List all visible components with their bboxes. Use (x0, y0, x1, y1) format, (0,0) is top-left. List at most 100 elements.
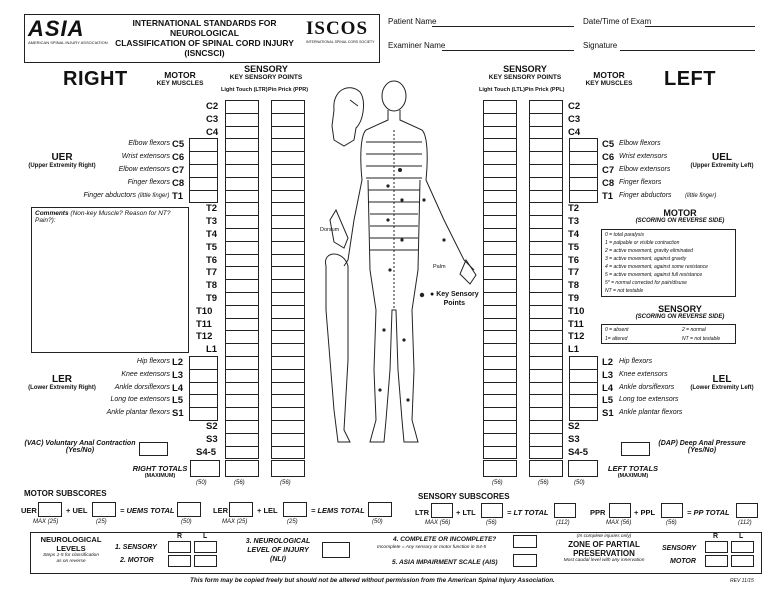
left-pp-t3[interactable] (529, 215, 563, 229)
left-lt-s3[interactable] (483, 432, 517, 447)
left-pp-c6[interactable] (529, 151, 563, 165)
right-pp-c8[interactable] (271, 176, 305, 191)
left-motor-c7[interactable] (569, 164, 598, 178)
right-lt-t1[interactable] (225, 189, 259, 204)
uer-sub-input[interactable] (38, 502, 62, 517)
nl-sensory-l[interactable] (194, 541, 217, 553)
left-lt-c2[interactable] (483, 100, 517, 114)
left-pp-s3[interactable] (529, 432, 563, 447)
right-motor-c7[interactable] (189, 164, 218, 178)
right-lt-s2[interactable] (225, 420, 259, 434)
left-pp-l5[interactable] (529, 394, 563, 409)
right-lt-total[interactable] (225, 460, 259, 477)
right-lt-t11[interactable] (225, 317, 259, 332)
right-lt-t4[interactable] (225, 228, 259, 242)
left-pp-c7[interactable] (529, 164, 563, 178)
left-lt-total[interactable] (483, 460, 517, 477)
zpp-sensory-r[interactable] (705, 541, 728, 553)
right-lt-t6[interactable] (225, 253, 259, 268)
left-lt-t12[interactable] (483, 330, 517, 345)
right-lt-c6[interactable] (225, 151, 259, 165)
right-lt-c3[interactable] (225, 112, 259, 127)
right-motor-total[interactable] (190, 460, 220, 477)
left-lt-l5[interactable] (483, 394, 517, 409)
nl-motor-r[interactable] (168, 555, 191, 567)
left-pp-l3[interactable] (529, 368, 563, 383)
left-lt-c4[interactable] (483, 125, 517, 140)
right-pp-t5[interactable] (271, 240, 305, 255)
right-pp-t8[interactable] (271, 279, 305, 293)
right-lt-c4[interactable] (225, 125, 259, 140)
left-lt-t4[interactable] (483, 228, 517, 242)
left-lt-c8[interactable] (483, 176, 517, 191)
right-lt-t12[interactable] (225, 330, 259, 345)
left-motor-l2[interactable] (569, 356, 598, 370)
right-pp-l4[interactable] (271, 381, 305, 396)
left-pp-c3[interactable] (529, 112, 563, 127)
zpp-motor-l[interactable] (731, 555, 754, 567)
left-motor-total[interactable] (568, 460, 598, 477)
right-pp-t4[interactable] (271, 228, 305, 242)
right-motor-l4[interactable] (189, 381, 218, 396)
left-pp-t9[interactable] (529, 292, 563, 306)
left-lt-l2[interactable] (483, 356, 517, 370)
left-pp-c5[interactable] (529, 138, 563, 153)
right-lt-l4[interactable] (225, 381, 259, 396)
left-lt-s4-5[interactable] (483, 445, 517, 460)
left-lt-t2[interactable] (483, 202, 517, 217)
right-lt-l2[interactable] (225, 356, 259, 370)
left-pp-t5[interactable] (529, 240, 563, 255)
right-lt-c5[interactable] (225, 138, 259, 153)
left-lt-t7[interactable] (483, 266, 517, 281)
vac-input[interactable] (139, 442, 168, 456)
left-pp-s2[interactable] (529, 420, 563, 434)
right-pp-t7[interactable] (271, 266, 305, 281)
left-motor-l4[interactable] (569, 381, 598, 396)
right-pp-s2[interactable] (271, 420, 305, 434)
left-lt-l4[interactable] (483, 381, 517, 396)
right-motor-c5[interactable] (189, 138, 218, 153)
right-motor-s1[interactable] (189, 407, 218, 421)
left-motor-c8[interactable] (569, 176, 598, 191)
right-motor-l3[interactable] (189, 368, 218, 383)
right-pp-total[interactable] (271, 460, 305, 477)
left-pp-l4[interactable] (529, 381, 563, 396)
lt-total-input[interactable] (554, 503, 576, 518)
right-lt-s4-5[interactable] (225, 445, 259, 460)
right-pp-t11[interactable] (271, 317, 305, 332)
right-pp-c3[interactable] (271, 112, 305, 127)
left-pp-t4[interactable] (529, 228, 563, 242)
examiner-name-field[interactable] (442, 41, 574, 51)
right-lt-l1[interactable] (225, 343, 259, 357)
left-lt-t1[interactable] (483, 189, 517, 204)
nli-input[interactable] (322, 542, 350, 558)
right-motor-c8[interactable] (189, 176, 218, 191)
left-motor-l5[interactable] (569, 394, 598, 409)
left-pp-t12[interactable] (529, 330, 563, 345)
ppl-sub-input[interactable] (661, 503, 683, 518)
left-lt-c3[interactable] (483, 112, 517, 127)
right-pp-l1[interactable] (271, 343, 305, 357)
left-pp-l2[interactable] (529, 356, 563, 370)
lel-sub-input[interactable] (283, 502, 307, 517)
uems-total-input[interactable] (177, 502, 201, 517)
left-pp-total[interactable] (529, 460, 563, 477)
left-pp-t10[interactable] (529, 304, 563, 319)
left-motor-c5[interactable] (569, 138, 598, 153)
left-pp-c4[interactable] (529, 125, 563, 140)
right-pp-l3[interactable] (271, 368, 305, 383)
left-lt-t5[interactable] (483, 240, 517, 255)
left-lt-t10[interactable] (483, 304, 517, 319)
left-lt-s2[interactable] (483, 420, 517, 434)
date-time-field[interactable] (645, 17, 755, 27)
left-lt-t6[interactable] (483, 253, 517, 268)
right-lt-t9[interactable] (225, 292, 259, 306)
nl-motor-l[interactable] (194, 555, 217, 567)
right-motor-c6[interactable] (189, 151, 218, 165)
left-lt-c6[interactable] (483, 151, 517, 165)
right-pp-c2[interactable] (271, 100, 305, 114)
right-pp-t3[interactable] (271, 215, 305, 229)
right-pp-t6[interactable] (271, 253, 305, 268)
right-lt-t5[interactable] (225, 240, 259, 255)
left-pp-t6[interactable] (529, 253, 563, 268)
